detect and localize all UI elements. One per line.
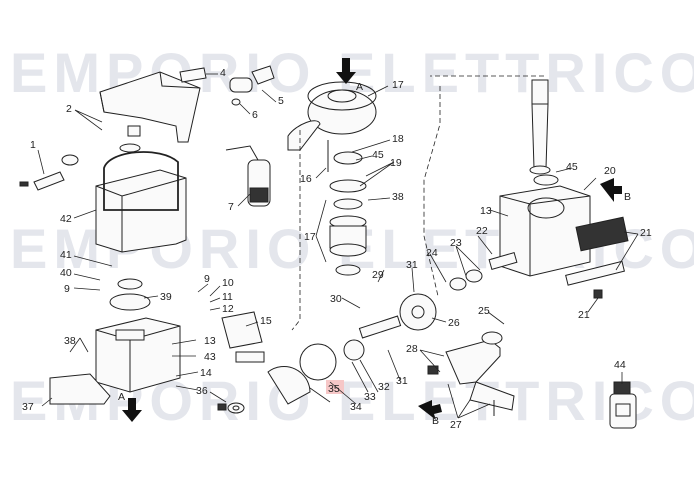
pin-part bbox=[488, 251, 518, 271]
part-labels: 4 2 1 5 6 7 42 41 40 9 39 9 10 11 12 15 … bbox=[22, 67, 652, 431]
washer-stack-part bbox=[465, 269, 483, 283]
direction-arrow-b-bottom bbox=[418, 400, 442, 420]
direction-a-label-bottom: A bbox=[118, 391, 125, 403]
dashed-guide-middle bbox=[423, 86, 441, 297]
part-label-2: 2 bbox=[66, 103, 72, 115]
cable-clamp-part bbox=[19, 154, 79, 191]
part-label-44: 44 bbox=[614, 359, 626, 371]
bracket-screw-part bbox=[593, 289, 603, 299]
part-label-11: 11 bbox=[222, 291, 233, 303]
release-key-parts bbox=[179, 65, 275, 106]
direction-b-label-right: B bbox=[624, 191, 631, 203]
part-label-38-right: 38 bbox=[392, 191, 404, 203]
part-label-6: 6 bbox=[252, 109, 258, 121]
part-label-45-right: 45 bbox=[566, 161, 578, 173]
part-label-27: 27 bbox=[450, 419, 462, 431]
part-label-13-right: 13 bbox=[480, 205, 492, 217]
output-shaft-part bbox=[529, 79, 551, 175]
bearing-part bbox=[343, 339, 365, 361]
part-label-22: 22 bbox=[476, 225, 488, 237]
o-ring-part bbox=[299, 343, 337, 381]
part-label-32: 32 bbox=[378, 381, 390, 393]
part-label-4: 4 bbox=[220, 67, 226, 79]
part-label-13-left: 13 bbox=[204, 335, 216, 347]
fixing-bracket-part bbox=[565, 260, 625, 286]
direction-b-label-bottom: B bbox=[432, 415, 439, 427]
part-label-30: 30 bbox=[330, 293, 342, 305]
flange-part bbox=[267, 366, 311, 405]
gear-stack-part bbox=[329, 151, 367, 276]
washer-screw-part bbox=[217, 402, 245, 414]
release-lever-part bbox=[427, 331, 515, 416]
part-label-33: 33 bbox=[364, 391, 376, 403]
part-label-5: 5 bbox=[278, 95, 284, 107]
direction-arrow-a-bottom bbox=[122, 398, 142, 422]
part-label-29: 29 bbox=[372, 269, 384, 281]
part-label-20: 20 bbox=[604, 165, 616, 177]
part-label-21-bottom: 21 bbox=[578, 309, 590, 321]
cover-part bbox=[99, 71, 201, 143]
part-label-41: 41 bbox=[60, 249, 72, 261]
part-label-26: 26 bbox=[448, 317, 460, 329]
part-label-38-left: 38 bbox=[64, 335, 76, 347]
part-label-23: 23 bbox=[450, 237, 462, 249]
part-label-45-middle: 45 bbox=[372, 149, 384, 161]
oil-bottle-part bbox=[609, 381, 637, 429]
spacer-part bbox=[449, 277, 467, 291]
part-label-37: 37 bbox=[22, 401, 34, 413]
part-label-28: 28 bbox=[406, 343, 418, 355]
part-label-17-mid: 17 bbox=[304, 231, 316, 243]
motor-stator-part bbox=[287, 81, 377, 151]
part-label-17-top: 17 bbox=[392, 79, 404, 91]
control-box-part bbox=[95, 143, 187, 253]
part-label-15: 15 bbox=[260, 315, 272, 327]
part-label-1: 1 bbox=[30, 139, 36, 151]
direction-a-label-top: A bbox=[356, 81, 363, 93]
part-label-9-left: 9 bbox=[64, 283, 70, 295]
direction-arrow-a-top bbox=[336, 58, 356, 84]
part-label-10: 10 bbox=[222, 277, 234, 289]
rack-cover-black-part bbox=[575, 216, 629, 252]
part-label-24: 24 bbox=[426, 247, 438, 259]
part-label-35: 35 bbox=[328, 383, 340, 395]
part-label-31-bottom: 31 bbox=[396, 375, 408, 387]
part-label-12: 12 bbox=[222, 303, 234, 315]
part-label-18: 18 bbox=[392, 133, 404, 145]
part-label-14: 14 bbox=[200, 367, 212, 379]
part-label-43: 43 bbox=[204, 351, 216, 363]
part-label-21-top: 21 bbox=[640, 227, 652, 239]
part-label-31-top: 31 bbox=[406, 259, 418, 271]
gearmotor-base-part bbox=[95, 278, 181, 393]
part-label-42: 42 bbox=[60, 213, 72, 225]
part-label-19: 19 bbox=[390, 157, 402, 169]
part-label-25: 25 bbox=[478, 305, 490, 317]
leader-lines bbox=[37, 73, 639, 419]
part-label-36: 36 bbox=[196, 385, 208, 397]
part-label-40: 40 bbox=[60, 267, 72, 279]
part-label-39: 39 bbox=[160, 291, 172, 303]
terminal-block-part bbox=[235, 351, 265, 363]
capacitor-part bbox=[225, 145, 271, 207]
part-label-7: 7 bbox=[228, 201, 234, 213]
direction-arrow-b-right bbox=[600, 178, 622, 202]
board-cover-part bbox=[221, 311, 263, 349]
output-gear-part bbox=[358, 293, 437, 339]
gearbox-housing-part bbox=[499, 174, 591, 277]
part-label-9-right: 9 bbox=[204, 273, 210, 285]
part-label-34: 34 bbox=[350, 401, 362, 413]
part-label-16: 16 bbox=[300, 173, 312, 185]
